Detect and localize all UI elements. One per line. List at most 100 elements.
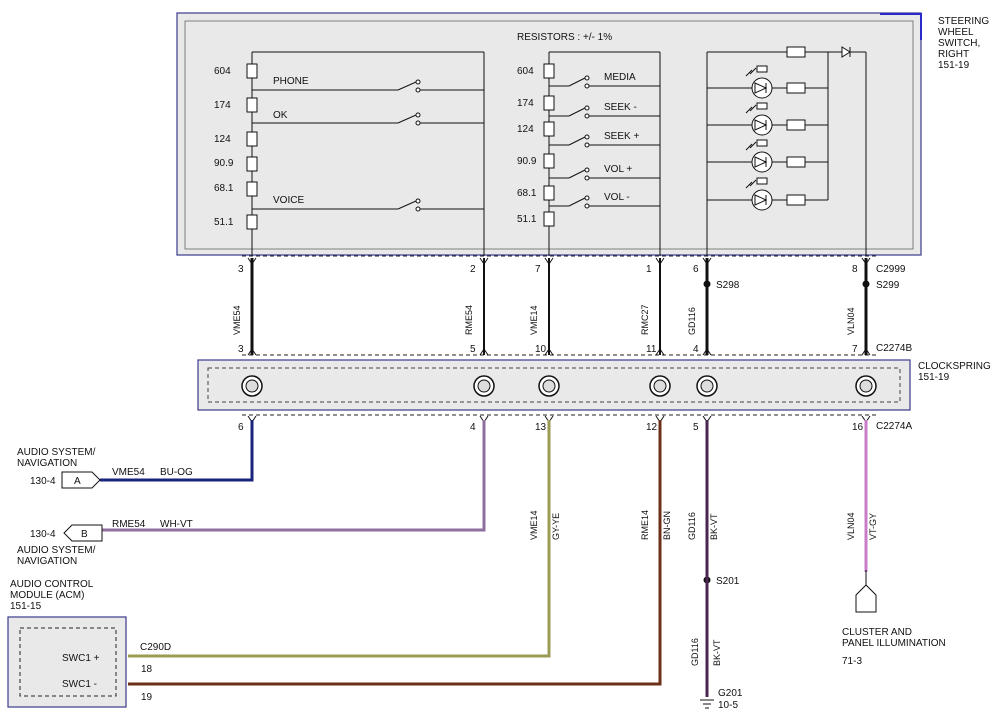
steering-switch-title-3: SWITCH, — [938, 38, 980, 49]
clockspring-terminal-core-2 — [542, 379, 556, 393]
illumination-connector-shape — [855, 570, 877, 613]
wire-lower-color-code-3: BN-GN — [662, 511, 672, 540]
wire-mid-circuit-3: RMC27 — [640, 304, 650, 335]
left-res-68-1: 68.1 — [214, 183, 234, 194]
wire-layer: 336VME54254RME5471013VME1411112RMC27645G… — [100, 257, 878, 697]
wire-vme14-lower — [128, 420, 551, 658]
wire-cs-pin-2: 10 — [535, 344, 547, 355]
wire-mid-circuit-4: GD116 — [687, 307, 697, 335]
splice-s299 — [862, 280, 870, 288]
switch-seek-plus-label: SEEK + — [604, 131, 639, 142]
wire-top-arrow-1 — [479, 257, 489, 265]
wire-cs-pin-4: 4 — [693, 344, 699, 355]
s299-label: S299 — [876, 280, 900, 291]
wire-top-pin-4: 6 — [693, 264, 699, 275]
splice-s298 — [703, 280, 711, 288]
right-res-90-9: 90.9 — [517, 156, 537, 167]
audio-a-connector-shape — [61, 471, 101, 489]
wire-top-arrow-3 — [655, 257, 665, 265]
wire-rme54-lower — [102, 420, 486, 532]
switch-media-label: MEDIA — [604, 72, 636, 83]
illumination-line2: PANEL ILLUMINATION — [842, 638, 946, 649]
clockspring-terminal-core-3 — [653, 379, 667, 393]
s298-label: S298 — [716, 280, 740, 291]
wire-cs-arrow-4 — [702, 348, 712, 356]
steering-switch-flag — [880, 13, 922, 40]
wire-top-pin-0: 3 — [238, 264, 244, 275]
clockspring-terminal-core-0 — [245, 379, 259, 393]
acm-swc1-plus: SWC1 + — [62, 653, 100, 664]
audio-b-color-code: WH-VT — [160, 519, 193, 530]
c2274a-label: C2274A — [876, 421, 912, 432]
ground-symbol — [700, 699, 714, 709]
audio-a-line2: NAVIGATION — [17, 458, 77, 469]
wire-vme54-lower — [100, 420, 254, 482]
wire-cs-pin-0: 3 — [238, 344, 244, 355]
c2999-label: C2999 — [876, 264, 906, 275]
switch-vol-plus-label: VOL + — [604, 164, 632, 175]
right-res-51-1: 51.1 — [517, 214, 537, 225]
ground-lower-circuit: GD116 — [690, 638, 700, 666]
right-res-174: 174 — [517, 98, 534, 109]
resistor-header: RESISTORS : +/- 1% — [517, 32, 612, 43]
wire-lower-circuit-4: GD116 — [687, 512, 697, 540]
acm-inner-box — [19, 627, 117, 697]
wire-rme14-lower — [128, 420, 662, 686]
audio-b-ref: 130-4 — [30, 529, 56, 540]
wire-lower-color-code-4: BK-VT — [709, 513, 719, 540]
ground-lower-color-code: BK-VT — [712, 639, 722, 666]
wire-lower-circuit-5: VLN04 — [846, 512, 856, 540]
clockspring-terminal-core-5 — [859, 379, 873, 393]
ground-ref: 10-5 — [718, 700, 738, 711]
ground-name: G201 — [718, 688, 743, 699]
wire-cs-arrow-2 — [544, 348, 554, 356]
audio-b-line2: NAVIGATION — [17, 556, 77, 567]
s201-label: S201 — [716, 576, 740, 587]
switch-voice-label: VOICE — [273, 195, 304, 206]
audio-b-connector-shape — [63, 524, 103, 542]
right-res-124: 124 — [517, 124, 534, 135]
acm-line3: 151-15 — [10, 601, 42, 612]
wire-bottom-pin-4: 5 — [693, 422, 699, 433]
audio-a-color-code: BU-OG — [160, 467, 193, 478]
right-resistor-ladder — [543, 51, 661, 256]
steering-switch-title-4: RIGHT — [938, 49, 969, 60]
c2274b-label: C2274B — [876, 343, 912, 354]
audio-a-connector-letter: A — [74, 476, 81, 487]
wire-cs-arrow-5 — [861, 348, 871, 356]
wire-bottom-pin-1: 4 — [470, 422, 476, 433]
wire-top-arrow-4 — [702, 257, 712, 265]
left-res-90-9: 90.9 — [214, 158, 234, 169]
left-res-604: 604 — [214, 66, 231, 77]
c290d-label: C290D — [140, 642, 171, 653]
wire-lower-color-code-5: VT-GY — [868, 513, 878, 540]
audio-a-line1: AUDIO SYSTEM/ — [17, 447, 96, 458]
wire-top-arrow-2 — [544, 257, 554, 265]
switch-seek-minus-label: SEEK - — [604, 102, 637, 113]
wire-lower-color-code-2: GY-YE — [551, 513, 561, 540]
left-res-174: 174 — [214, 100, 231, 111]
audio-b-line1: AUDIO SYSTEM/ — [17, 545, 96, 556]
illumination-line1: CLUSTER AND — [842, 627, 912, 638]
acm-box — [7, 616, 127, 708]
wire-lower-circuit-2: VME14 — [529, 510, 539, 540]
acm-line1: AUDIO CONTROL — [10, 579, 94, 590]
clockspring-terminal-core-1 — [477, 379, 491, 393]
illumination-ref: 71-3 — [842, 656, 862, 667]
left-resistor-ladder — [246, 51, 485, 256]
left-res-124: 124 — [214, 134, 231, 145]
wire-cs-pin-5: 7 — [852, 344, 858, 355]
wire-top-pin-2: 7 — [535, 264, 541, 275]
illumination-led-network — [706, 46, 867, 256]
acm-pin-18: 18 — [141, 664, 153, 675]
wire-bottom-pin-0: 6 — [238, 422, 244, 433]
steering-switch-title-2: WHEEL — [938, 27, 974, 38]
wire-mid-circuit-5: VLN04 — [846, 307, 856, 335]
clockspring-title: CLOCKSPRING — [918, 361, 991, 372]
switch-phone-label: PHONE — [273, 76, 309, 87]
acm-pin-19: 19 — [141, 692, 153, 703]
wire-bottom-pin-2: 13 — [535, 422, 547, 433]
wire-bottom-pin-5: 16 — [852, 422, 864, 433]
wire-top-pin-1: 2 — [470, 264, 476, 275]
